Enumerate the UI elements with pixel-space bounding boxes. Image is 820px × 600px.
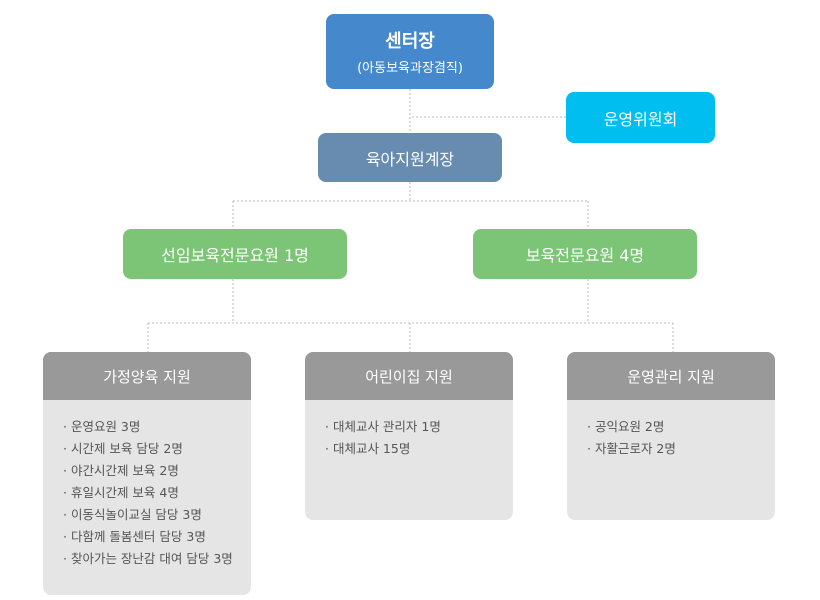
list-item: 다함께 돌봄센터 담당 3명 <box>63 526 251 548</box>
department-box: 가정양육 지원 운영요원 3명 시간제 보육 담당 2명 야간시간제 보육 2명… <box>43 352 251 595</box>
department-title: 가정양육 지원 <box>43 352 251 400</box>
center-director-subtitle: (아동보육과장겸직) <box>357 61 463 76</box>
department-title: 어린이집 지원 <box>305 352 513 400</box>
list-item: 찾아가는 장난감 대여 담당 3명 <box>63 548 251 570</box>
list-item: 야간시간제 보육 2명 <box>63 460 251 482</box>
department-title: 운영관리 지원 <box>567 352 775 400</box>
list-item: 대체교사 관리자 1명 <box>325 416 513 438</box>
department-box: 운영관리 지원 공익요원 2명 자활근로자 2명 <box>567 352 775 520</box>
list-item: 자활근로자 2명 <box>587 438 775 460</box>
committee-label: 운영위원회 <box>603 109 678 129</box>
list-item: 운영요원 3명 <box>63 416 251 438</box>
manager-label: 육아지원계장 <box>365 149 455 169</box>
staff-label: 보육전문요원 4명 <box>525 246 645 265</box>
center-director-box: 센터장 (아동보육과장겸직) <box>326 14 494 89</box>
department-box: 어린이집 지원 대체교사 관리자 1명 대체교사 15명 <box>305 352 513 520</box>
manager-box: 육아지원계장 <box>318 133 502 182</box>
senior-staff-label: 선임보육전문요원 1명 <box>161 246 309 265</box>
center-director-title: 센터장 <box>385 31 435 52</box>
list-item: 대체교사 15명 <box>325 438 513 460</box>
committee-box: 운영위원회 <box>566 92 715 143</box>
senior-staff-box: 선임보육전문요원 1명 <box>123 229 347 279</box>
list-item: 공익요원 2명 <box>587 416 775 438</box>
list-item: 이동식놀이교실 담당 3명 <box>63 504 251 526</box>
list-item: 시간제 보육 담당 2명 <box>63 438 251 460</box>
list-item: 휴일시간제 보육 4명 <box>63 482 251 504</box>
staff-box: 보육전문요원 4명 <box>473 229 697 279</box>
